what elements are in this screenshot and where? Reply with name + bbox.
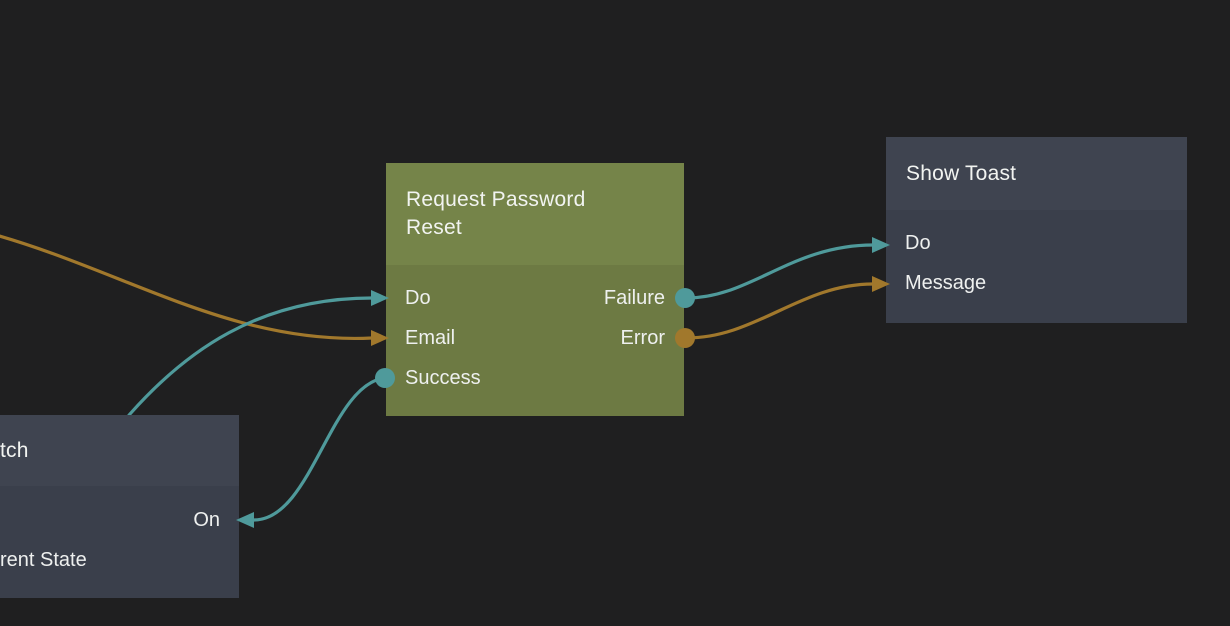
node-show-toast-header[interactable]: Show Toast [886,137,1187,210]
port-toast-do[interactable]: Do [905,231,931,254]
port-error[interactable]: Error [620,326,665,349]
port-email[interactable]: Email [405,326,456,349]
port-toast-message[interactable]: Message [905,271,987,294]
port-success[interactable]: Success [405,366,481,389]
wire-error-to-toast-message[interactable] [684,282,874,340]
port-row[interactable]: Do Failure [386,278,684,318]
node-request-password-reset-body: Do Failure Email Error Success [386,265,684,416]
node-request-password-reset-header[interactable]: Request Password Reset [386,163,684,265]
port-row[interactable]: Message [886,263,1187,303]
node-show-toast[interactable]: Show Toast Do Message [886,137,1187,323]
port-do[interactable]: Do [405,286,431,309]
wire-failure-to-toast-do[interactable] [684,243,874,300]
node-request-password-reset[interactable]: Request Password Reset Do Failure Email … [386,163,684,416]
node-switch[interactable]: tch On rent State [0,415,239,598]
wire-success-to-on[interactable] [253,376,386,522]
node-title: tch [0,438,29,462]
port-row[interactable]: Do [886,223,1187,263]
node-switch-header[interactable]: tch [0,415,239,486]
port-current-state[interactable]: rent State [0,548,87,571]
port-row[interactable]: rent State [0,540,239,580]
port-row[interactable]: On [0,500,239,540]
port-row[interactable]: Email Error [386,318,684,358]
port-on[interactable]: On [193,508,220,531]
wire-to-email-input[interactable] [0,232,373,341]
node-title: Show Toast [906,161,1017,185]
port-row[interactable]: Success [386,358,684,398]
port-failure[interactable]: Failure [603,286,665,309]
node-show-toast-body: Do Message [886,210,1187,323]
node-title: Request Password Reset [406,188,586,239]
node-switch-body: On rent State [0,486,239,598]
